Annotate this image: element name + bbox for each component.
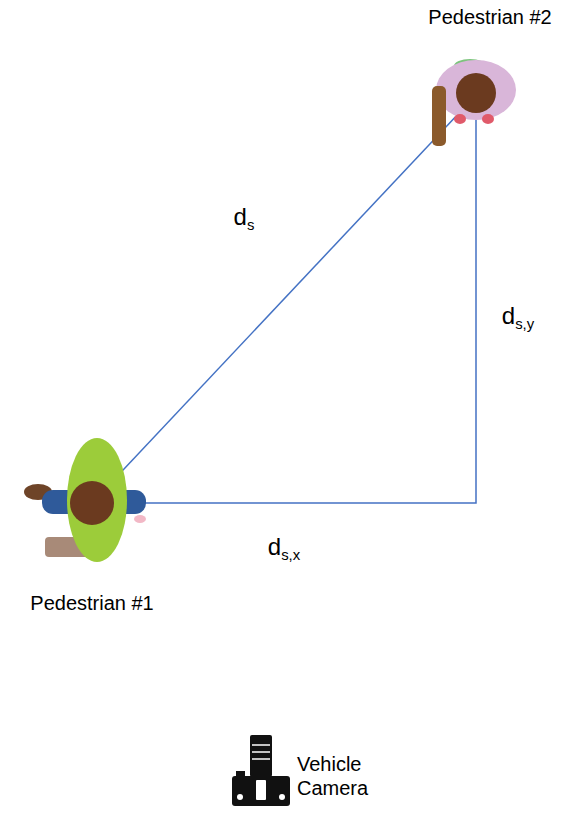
distance-line bbox=[113, 117, 456, 481]
foot bbox=[482, 114, 494, 124]
pedestrian-figure bbox=[24, 438, 146, 562]
foot bbox=[454, 114, 466, 124]
node-label-wrap: Pedestrian #1 bbox=[30, 592, 153, 615]
camera-detail bbox=[256, 780, 266, 800]
label-wrap: ds,x bbox=[268, 533, 300, 565]
subscript: s,y bbox=[515, 316, 534, 332]
symbol: d bbox=[268, 533, 281, 560]
pedestrian-node: Pedestrian #1 bbox=[70, 481, 114, 525]
label-wrap: Vehicle Camera bbox=[297, 752, 381, 800]
symbol: d bbox=[234, 203, 247, 230]
edge-label-wrap: ds bbox=[234, 203, 255, 233]
pedestrian-label: Pedestrian #2 bbox=[428, 6, 551, 29]
head bbox=[70, 481, 114, 525]
lens-ring bbox=[252, 751, 270, 753]
symbol: d bbox=[502, 302, 515, 329]
subscript: s bbox=[247, 217, 254, 233]
camera-detail bbox=[237, 794, 243, 800]
head bbox=[456, 73, 496, 113]
lens-ring bbox=[252, 758, 270, 760]
pedestrian-label: Pedestrian #1 bbox=[30, 592, 153, 615]
pedestrian-figure bbox=[432, 59, 516, 146]
camera-button bbox=[236, 771, 245, 777]
camera-icon bbox=[232, 735, 290, 806]
distance-label: ds bbox=[234, 203, 255, 233]
distance-label: ds,x bbox=[268, 533, 300, 565]
camera-detail bbox=[279, 794, 285, 800]
torso bbox=[67, 438, 127, 562]
distance-label: ds,y bbox=[502, 302, 534, 334]
torso bbox=[436, 60, 516, 120]
pedestrian-node: Pedestrian #2 bbox=[454, 73, 498, 117]
camera-lens bbox=[250, 735, 272, 777]
label-wrap: ds,y bbox=[502, 302, 534, 334]
camera-label: Vehicle Camera bbox=[297, 752, 381, 800]
arm bbox=[432, 86, 446, 146]
camera-body bbox=[232, 776, 290, 806]
subscript: s,x bbox=[281, 547, 300, 563]
hand bbox=[134, 515, 146, 523]
lens-ring bbox=[252, 744, 270, 746]
node-label-wrap: Pedestrian #2 bbox=[428, 6, 551, 29]
component-line bbox=[92, 95, 476, 503]
